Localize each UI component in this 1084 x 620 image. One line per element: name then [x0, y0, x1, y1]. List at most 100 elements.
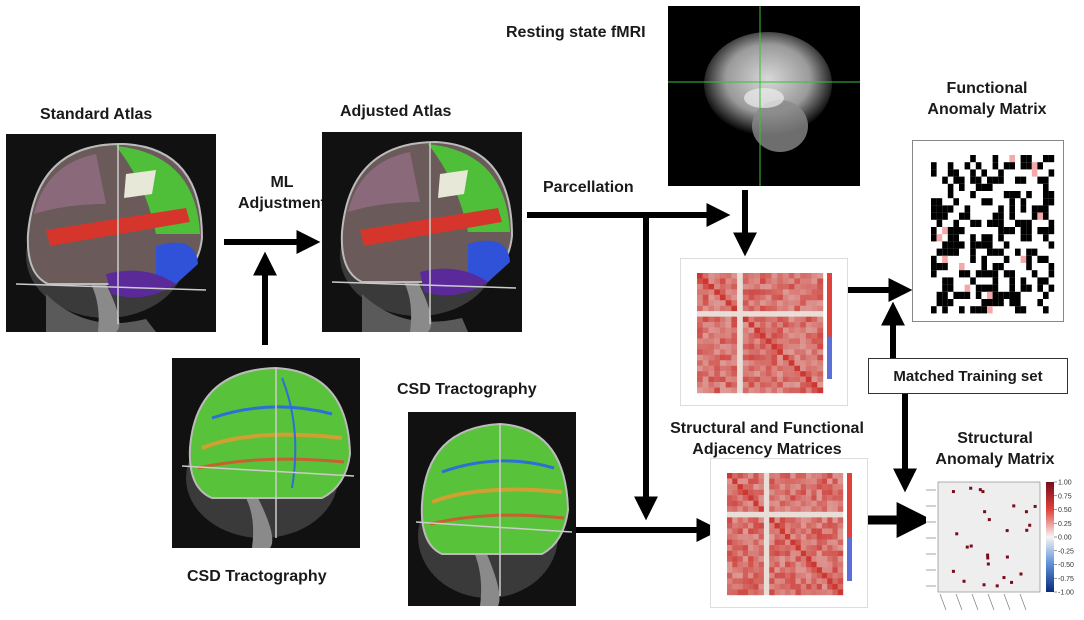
heatmap-cell: [758, 495, 765, 501]
heatmap-cell: [811, 478, 817, 485]
heatmap-cell: [777, 343, 784, 350]
heatmap-cell: [727, 478, 733, 485]
anomaly-cell: [1043, 176, 1049, 184]
heatmap-cell: [800, 517, 807, 524]
heatmap-cell: [811, 322, 818, 328]
heatmap-cell: [763, 478, 770, 485]
heatmap-cell: [806, 550, 812, 557]
heatmap-cell: [742, 283, 749, 290]
anomaly-cell: [1037, 284, 1043, 292]
heatmap-cell: [697, 300, 703, 306]
heatmap-cell: [774, 489, 780, 496]
label-csd-tractography-mid: CSD Tractography: [397, 381, 537, 398]
anomaly-cell: [970, 255, 976, 263]
heatmap-cell: [697, 294, 703, 301]
heatmap-cell: [795, 511, 802, 518]
anomaly-cell: [998, 248, 1004, 256]
anomaly-cell: [975, 241, 982, 249]
heatmap-cell: [732, 517, 738, 524]
anomaly-cell: [964, 212, 971, 220]
heatmap-cell: [777, 387, 784, 394]
heatmap-cell: [702, 343, 709, 350]
heatmap-cell: [795, 550, 802, 557]
heatmap-cell: [811, 283, 818, 290]
heatmap-cell: [760, 376, 766, 383]
heatmap-cell: [753, 583, 759, 590]
heatmap-cell: [771, 278, 778, 285]
heatmap-cell: [811, 316, 818, 323]
heatmap-cell: [748, 589, 754, 596]
anomaly-point: [1019, 572, 1023, 576]
heatmap-cell: [732, 495, 738, 501]
anomaly-cell: [953, 227, 959, 235]
anomaly-point: [969, 486, 973, 490]
heatmap-cell: [754, 387, 761, 394]
heatmap-cell: [731, 327, 738, 334]
heatmap-cell: [769, 473, 775, 479]
anomaly-cell: [1009, 277, 1015, 285]
heatmap-cell: [777, 338, 784, 345]
heatmap-cell: [758, 484, 765, 490]
label-resting-state: Resting state fMRI: [506, 24, 646, 41]
heatmap-cell: [714, 382, 721, 388]
heatmap-cell: [794, 365, 801, 372]
functional-anomaly-grid: [931, 155, 1055, 314]
anomaly-cell: [981, 198, 987, 206]
heatmap-cell: [790, 539, 796, 546]
heatmap-cell: [748, 322, 755, 328]
anomaly-cell: [936, 234, 943, 242]
heatmap-cell: [837, 489, 844, 496]
heatmap-cell: [782, 273, 789, 279]
anomaly-cell: [987, 306, 993, 314]
heatmap-cell: [790, 517, 796, 524]
heatmap-cell: [714, 294, 721, 301]
anomaly-cell: [936, 212, 943, 220]
heatmap-cell: [837, 517, 844, 524]
anomaly-cell: [1009, 291, 1015, 299]
anomaly-point: [1002, 576, 1006, 580]
anomaly-cell: [959, 183, 965, 191]
heatmap-cell: [754, 365, 761, 372]
heatmap-cell: [800, 354, 807, 361]
label-parcellation: Parcellation: [543, 179, 634, 196]
heatmap-cell: [774, 550, 780, 557]
y-tick-labels: [926, 489, 936, 587]
heatmap-cell: [782, 387, 789, 394]
anomaly-cell: [1026, 191, 1032, 199]
heatmap-cell: [708, 382, 715, 388]
heatmap-cell: [748, 567, 754, 574]
heatmap-cell: [771, 289, 778, 296]
anomaly-cell: [1043, 227, 1049, 235]
heatmap-cell: [697, 311, 703, 317]
heatmap-cell: [794, 311, 801, 317]
anomaly-cell: [959, 270, 965, 278]
heatmap-cell: [727, 517, 733, 524]
heatmap-cell: [769, 522, 775, 529]
anomaly-cell: [992, 284, 999, 292]
heatmap-cell: [817, 311, 824, 317]
heatmap-cell: [795, 473, 802, 479]
heatmap-cell: [702, 283, 709, 290]
heatmap-cell: [806, 545, 812, 551]
heatmap-cell: [731, 371, 738, 377]
heatmap-cell: [794, 300, 801, 306]
functional-anomaly-matrix: [912, 140, 1064, 322]
heatmap-cell: [697, 387, 703, 394]
anomaly-point: [986, 556, 990, 560]
heatmap-cell: [725, 294, 732, 301]
anomaly-cell: [1009, 270, 1015, 278]
heatmap-cell: [805, 387, 812, 394]
heatmap-cell: [725, 333, 732, 339]
heatmap-cell: [727, 539, 733, 546]
heatmap-cell: [748, 365, 755, 372]
heatmap-cell: [785, 550, 791, 557]
heatmap-cell: [737, 283, 744, 290]
heatmap-cell: [727, 506, 733, 513]
heatmap-cell: [742, 500, 749, 507]
heatmap-cell: [719, 311, 726, 317]
heatmap-cell: [737, 278, 744, 285]
heatmap-cell: [821, 545, 828, 551]
anomaly-point: [1012, 504, 1016, 508]
heatmap-cell: [769, 556, 775, 562]
heatmap-cell: [748, 500, 754, 507]
